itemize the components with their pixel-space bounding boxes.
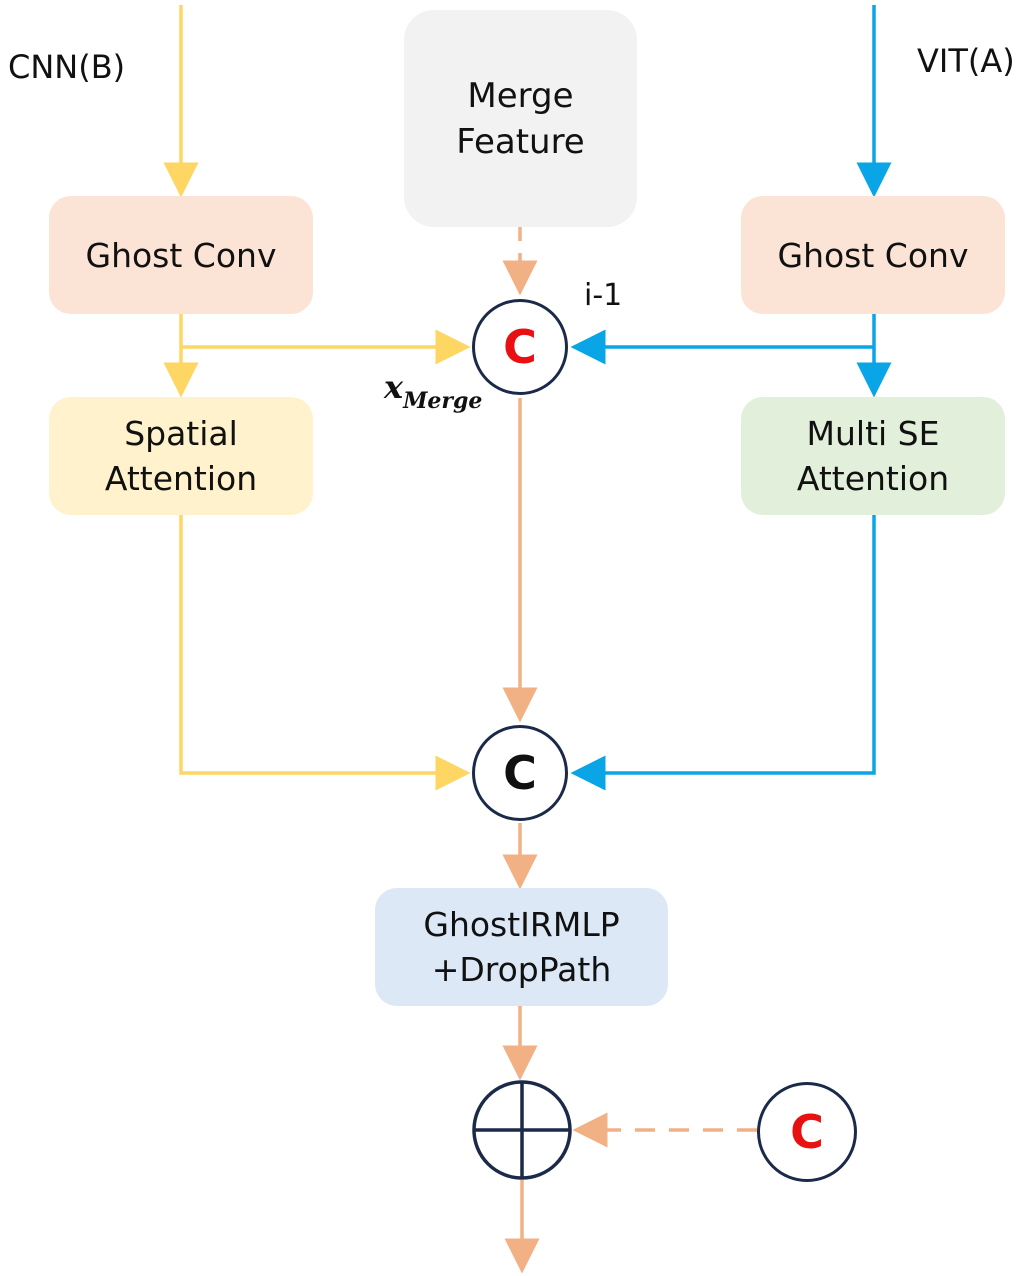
x-merge-label: xMerge (384, 368, 482, 414)
merge-feature-box: Merge Feature (404, 10, 637, 227)
merge-feature-line1: Merge (467, 75, 574, 116)
ghostirmlp-line1: GhostIRMLP (423, 905, 620, 944)
ghostirmlp-line2: +DropPath (431, 950, 612, 989)
index-label: i-1 (584, 278, 623, 313)
spatial-attention-line2: Attention (104, 459, 258, 498)
multi-se-attention-line1: Multi SE (806, 414, 940, 453)
ghost-conv-left-box: Ghost Conv (49, 196, 313, 314)
x-merge-subscript: Merge (403, 388, 483, 414)
spatial-attention-line1: Spatial (124, 414, 238, 453)
concat-mid-node: C (472, 725, 568, 821)
ghost-conv-right-label: Ghost Conv (777, 235, 969, 275)
concat-side-node: C (757, 1082, 857, 1182)
cnn-spatial-to-concat-mid-arrow (179, 515, 471, 791)
multi-se-attention-line2: Attention (796, 459, 950, 498)
ghostirmlp-box: GhostIRMLP +DropPath (375, 888, 668, 1006)
vit-branch-label: VIT(A) (917, 42, 1015, 80)
vit-multise-to-concat-mid-arrow (570, 515, 876, 791)
concat-top-label: C (503, 320, 537, 374)
x-merge-main: x (384, 368, 404, 406)
ghost-conv-left-label: Ghost Conv (85, 235, 277, 275)
spatial-attention-box: Spatial Attention (49, 397, 313, 515)
multi-se-attention-box: Multi SE Attention (741, 397, 1005, 515)
ghost-conv-right-box: Ghost Conv (741, 196, 1005, 314)
concat-mid-label: C (503, 746, 537, 800)
add-node (472, 1080, 572, 1180)
concat-side-label: C (790, 1105, 824, 1159)
merge-feature-line2: Feature (456, 121, 585, 162)
concat-top-node: C (472, 299, 568, 395)
cnn-branch-label: CNN(B) (8, 48, 126, 86)
